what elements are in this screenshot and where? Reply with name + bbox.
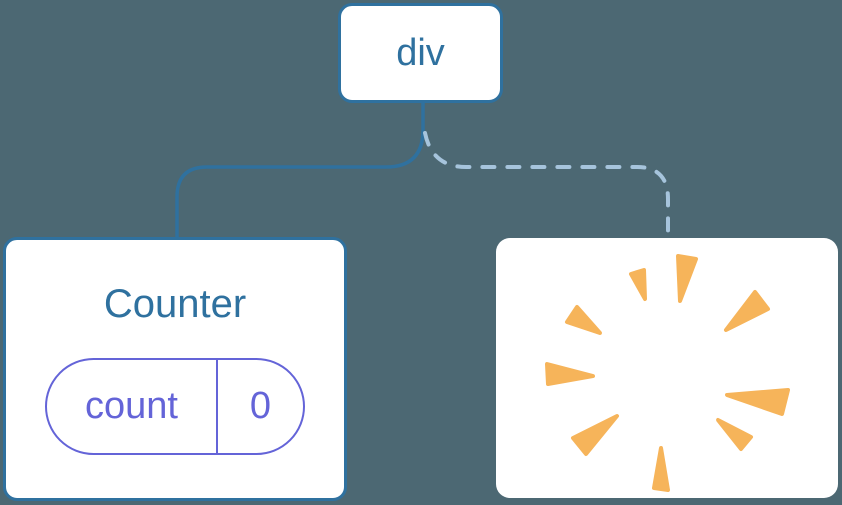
- dom-node-div: div: [338, 3, 503, 103]
- component-title: Counter: [103, 282, 247, 326]
- component-card-counter: Counter count 0: [3, 237, 347, 501]
- state-pill: count 0: [45, 358, 305, 455]
- dom-node-label: div: [396, 31, 445, 74]
- state-key-label: count: [47, 360, 218, 453]
- connector-solid-to-counter: [175, 103, 425, 238]
- poof-burst-icon: [545, 254, 790, 492]
- connector-dashed-to-removed: [423, 131, 670, 241]
- state-value: 0: [249, 385, 272, 427]
- removed-component-card: [496, 238, 838, 498]
